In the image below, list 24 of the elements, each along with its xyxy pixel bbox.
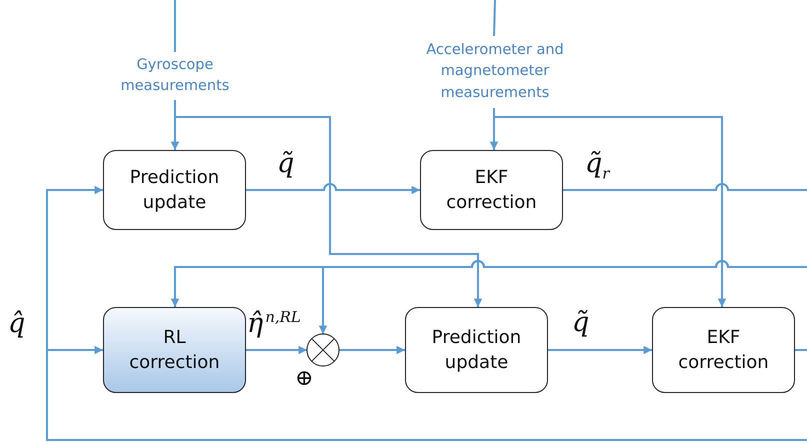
edge-label: q̃	[572, 309, 590, 336]
process-box	[652, 307, 795, 393]
arrow	[246, 346, 307, 354]
process-box	[405, 307, 548, 393]
process-box	[103, 307, 246, 393]
edge-label: q̃$_{r}$	[585, 150, 610, 182]
process-box	[103, 150, 246, 230]
box-label: Prediction update	[430, 326, 522, 375]
arrow	[493, 108, 726, 307]
plus-symbol: ⊕	[295, 368, 314, 390]
edge-label: q̃	[277, 150, 294, 177]
box-label: EKF correction	[445, 166, 538, 215]
input-label: Accelerometer and magnetometer measurements	[425, 41, 565, 102]
arrow	[339, 346, 405, 354]
math-label: q̂	[8, 310, 26, 337]
edge-label: η̂$^{n,RL}$	[247, 310, 301, 337]
input-label: Gyroscope measurements	[120, 56, 230, 96]
multiplier-circle	[306, 334, 340, 366]
box-label: RL correction	[128, 326, 221, 375]
process-box	[420, 150, 563, 230]
box-label: Prediction update	[128, 166, 220, 215]
box-label: EKF correction	[677, 326, 770, 375]
arrow	[246, 183, 420, 194]
arrow	[548, 346, 652, 354]
